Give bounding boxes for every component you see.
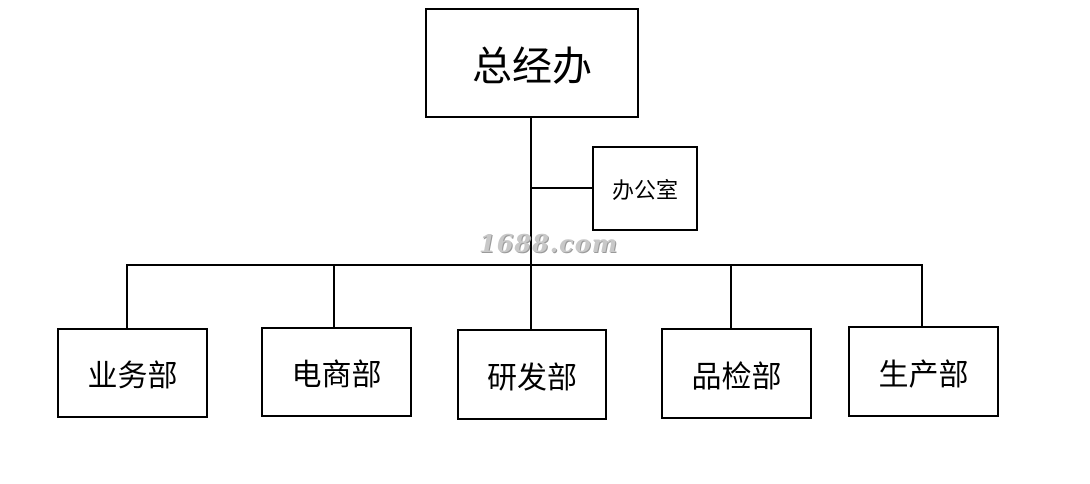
watermark-1688: 1688.com [479,229,619,258]
dept-connector-yewu [126,264,128,329]
node-dept-yanfa: 研发部 [457,329,607,420]
node-dept-yewu-label: 业务部 [87,359,178,394]
node-dept-dianshang-label: 电商部 [291,358,382,393]
node-dept-pinjian: 品检部 [661,328,812,419]
departments-horizontal-bus [126,264,923,266]
dept-connector-shengchan [921,264,923,327]
node-dept-yanfa-label: 研发部 [487,360,577,396]
node-dept-shengchan: 生产部 [848,326,999,417]
node-dept-dianshang: 电商部 [261,327,412,417]
node-office-label: 办公室 [611,178,678,204]
root-vertical-connector [530,117,532,329]
node-dept-pinjian-label: 品检部 [691,359,782,395]
node-general-office: 总经办 [425,8,639,118]
node-general-office-label: 总经办 [472,44,592,90]
node-dept-shengchan-label: 生产部 [878,357,969,393]
dept-connector-dianshang [333,264,335,328]
assistant-branch-connector [531,187,593,189]
dept-connector-pinjian [730,264,732,329]
node-office: 办公室 [592,146,698,231]
node-dept-yewu: 业务部 [57,328,208,418]
